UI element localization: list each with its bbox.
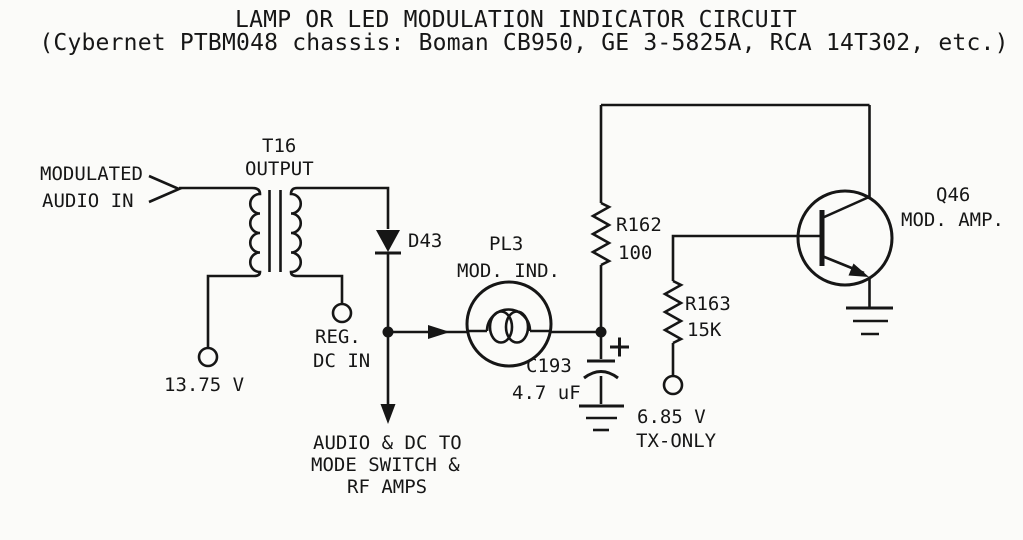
audio-input-arrow-icon	[148, 174, 183, 204]
label-audio-in-2: AUDIO IN	[42, 190, 134, 212]
label-r162-value: 100	[618, 242, 652, 264]
label-reg-dc-2: DC IN	[313, 350, 370, 372]
resistor-r163	[662, 279, 684, 345]
junction-dot-left	[382, 326, 394, 338]
label-note-2: MODE SWITCH &	[311, 454, 460, 476]
diode-d43	[375, 230, 401, 255]
signal-arrow-down-icon	[380, 404, 396, 424]
page-title: LAMP OR LED MODULATION INDICATOR CIRCUIT	[235, 7, 797, 33]
label-q46-ref: Q46	[936, 184, 970, 206]
transistor-q46	[796, 189, 894, 287]
label-t16-ref: T16	[262, 135, 296, 157]
terminal-reg-dc	[331, 302, 353, 324]
terminal-6v	[662, 374, 684, 396]
plus-icon	[610, 337, 629, 357]
label-6v-1: 6.85 V	[637, 406, 706, 428]
lamp-filament-loop	[488, 310, 514, 344]
cap-plate-bottom	[583, 370, 619, 380]
label-d43: D43	[408, 230, 442, 252]
label-r163-value: 15K	[687, 319, 722, 341]
lamp-filament-loop	[504, 310, 530, 344]
signal-arrow-right-icon	[428, 325, 450, 339]
ground-symbol-c193	[579, 404, 624, 432]
transistor-collector	[821, 195, 870, 220]
junction-dot-right	[595, 326, 607, 338]
label-c193-ref: C193	[526, 355, 572, 377]
label-r163-ref: R163	[685, 293, 731, 315]
ground-symbol-q46	[846, 306, 893, 336]
terminal-13v	[197, 346, 219, 368]
page-subtitle: (Cybernet PTBM048 chassis: Boman CB950, …	[39, 30, 1008, 56]
label-audio-in-1: MODULATED	[40, 163, 143, 185]
label-note-3: RF AMPS	[347, 476, 427, 498]
label-c193-value: 4.7 uF	[512, 382, 581, 404]
diode-triangle	[376, 230, 400, 252]
lamp-envelope	[465, 280, 553, 368]
lamp-pl3	[465, 280, 553, 368]
label-note-1: AUDIO & DC TO	[313, 432, 462, 454]
label-q46-name: MOD. AMP.	[901, 209, 1004, 231]
label-pl3-name: MOD. IND.	[457, 260, 560, 282]
resistor-r162	[590, 201, 612, 267]
label-6v-2: TX-ONLY	[636, 430, 717, 452]
label-r162-ref: R162	[616, 214, 662, 236]
transformer-core	[268, 190, 282, 272]
label-13v: 13.75 V	[164, 374, 244, 396]
transformer-t16	[206, 186, 344, 348]
transistor-circle	[796, 189, 894, 287]
label-reg-dc-1: REG.	[315, 326, 361, 348]
primary-winding	[206, 186, 262, 348]
emitter-arrow-icon	[848, 263, 869, 277]
secondary-winding	[289, 186, 344, 304]
capacitor-c193	[583, 337, 629, 380]
wire-base-r163	[671, 234, 822, 376]
wire-secondary-to-diode	[297, 186, 390, 229]
label-t16-name: OUTPUT	[245, 158, 314, 180]
label-pl3-ref: PL3	[489, 233, 523, 255]
